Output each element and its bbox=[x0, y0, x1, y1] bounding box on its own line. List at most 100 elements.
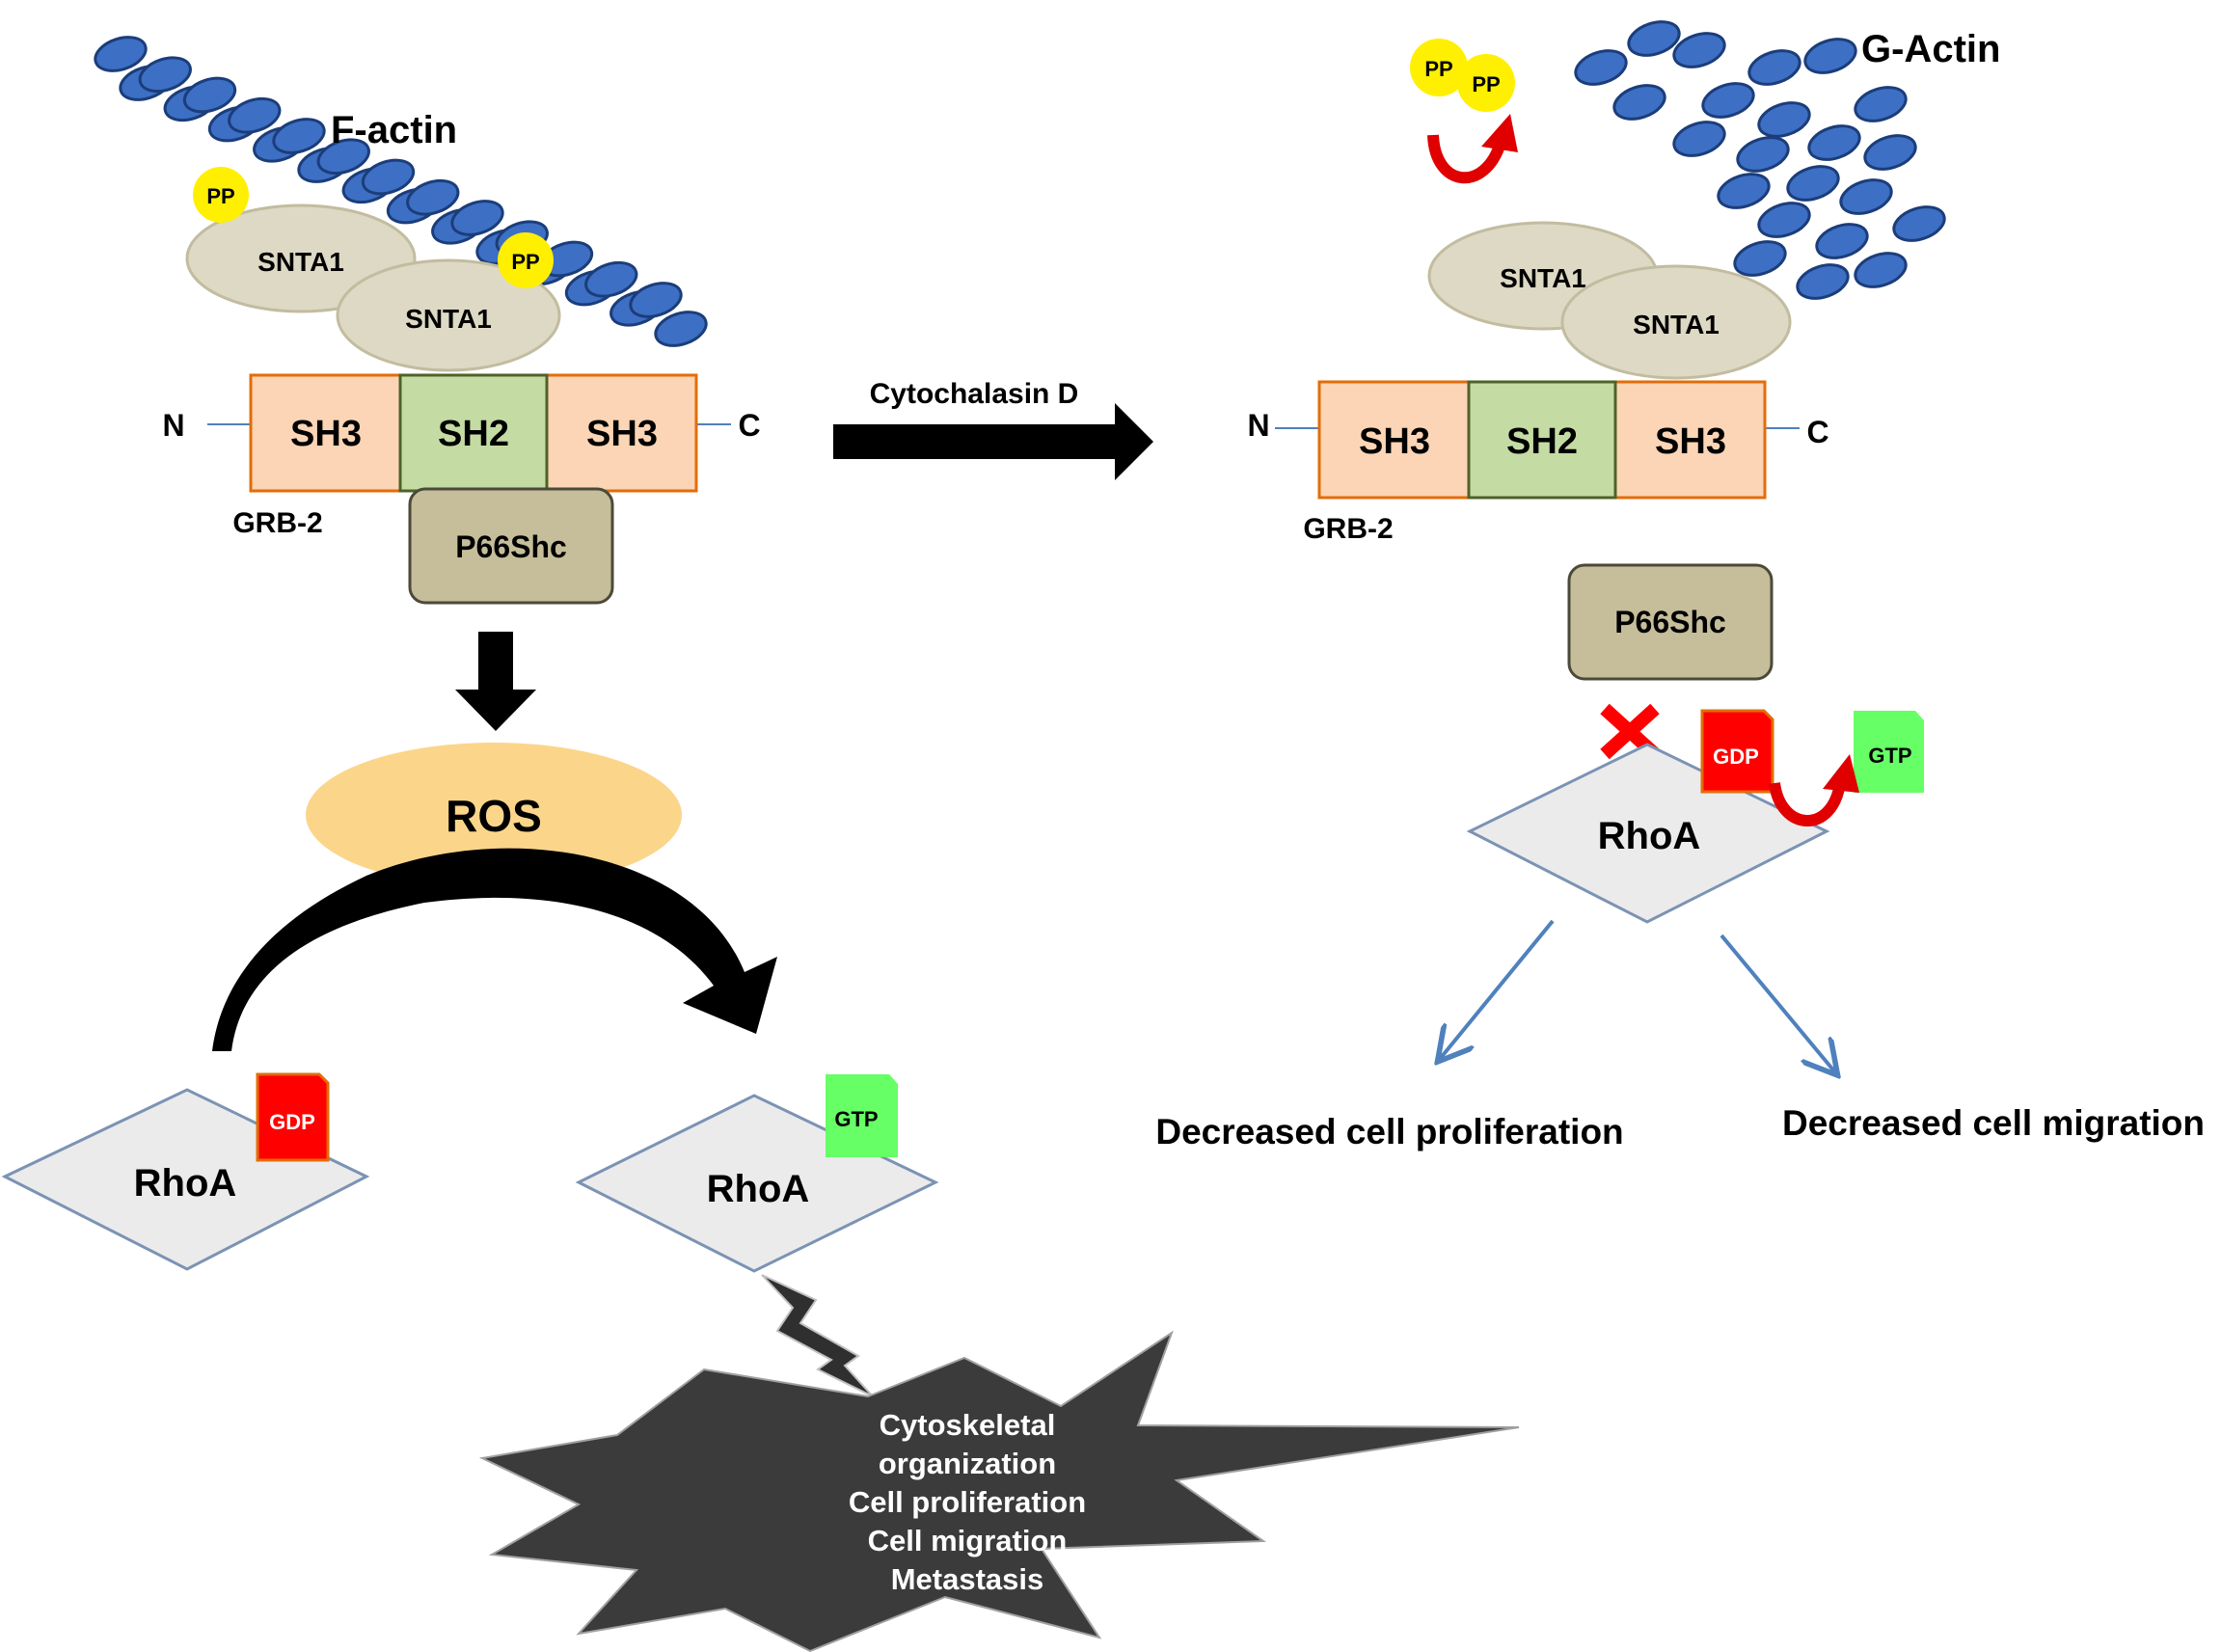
sh2-domain bbox=[1467, 380, 1617, 500]
sh3-label: SH3 bbox=[290, 414, 362, 454]
rhoa-label: RhoA bbox=[1598, 815, 1701, 857]
g-actin-monomer bbox=[1736, 136, 1790, 173]
gtp-tag bbox=[1854, 711, 1924, 793]
snta1-left-bottom: SNTA1 bbox=[336, 258, 561, 372]
g-actin-monomer bbox=[1672, 32, 1726, 68]
snta1-label: SNTA1 bbox=[257, 247, 344, 277]
sh3-label: SH3 bbox=[586, 414, 658, 454]
actin-monomer bbox=[406, 178, 460, 216]
actin-monomer bbox=[94, 36, 148, 72]
grb2-c-label: C bbox=[738, 408, 760, 443]
gdp-label: GDP bbox=[269, 1110, 315, 1134]
actin-monomer bbox=[182, 76, 237, 114]
outcome-metastasis: Metastasis bbox=[891, 1562, 1044, 1596]
sh2-label: SH2 bbox=[438, 414, 509, 454]
g-actin-monomer bbox=[1701, 82, 1755, 119]
g-actin-monomer bbox=[1815, 223, 1869, 259]
g-actin-monomers bbox=[1574, 20, 1946, 300]
g-actin-monomer bbox=[1757, 101, 1811, 138]
sh3-domain-right bbox=[1613, 380, 1767, 500]
outcome-cytoskeletal: Cytoskeletal bbox=[880, 1408, 1056, 1442]
gtp-tag bbox=[826, 1074, 898, 1157]
arrow-p66shc-to-ros bbox=[455, 632, 536, 731]
pp-label: PP bbox=[206, 184, 234, 208]
f-actin-filament bbox=[94, 36, 708, 347]
sh3-label: SH3 bbox=[1655, 421, 1726, 462]
g-actin-monomer bbox=[1757, 202, 1811, 238]
outcome-burst: Cytoskeletal organization Cell prolifera… bbox=[478, 1330, 1520, 1652]
gdp-tag bbox=[256, 1072, 330, 1162]
actin-monomer bbox=[228, 96, 282, 134]
gtp-label: GTP bbox=[1868, 744, 1911, 768]
grb2-n-label: N bbox=[1247, 408, 1269, 443]
gdp-tag bbox=[1700, 709, 1774, 794]
rhoa-gdp-right: RhoA GDP GTP bbox=[1466, 709, 1924, 924]
actin-monomer bbox=[138, 56, 192, 94]
sh2-label: SH2 bbox=[1506, 421, 1578, 462]
g-actin-monomer bbox=[1863, 134, 1917, 171]
arrow-to-decreased-migration bbox=[1720, 934, 1835, 1072]
g-actin-monomer bbox=[1717, 173, 1771, 209]
outcome-cell-proliferation: Cell proliferation bbox=[849, 1485, 1086, 1519]
arrow-to-decreased-proliferation bbox=[1440, 919, 1555, 1059]
g-actin-monomer bbox=[1786, 165, 1840, 202]
snta1-label: SNTA1 bbox=[405, 304, 492, 334]
pp-circle-left-1: PP bbox=[193, 167, 249, 223]
g-actin-monomer bbox=[1803, 38, 1857, 74]
actin-monomer bbox=[629, 282, 683, 318]
actin-monomer bbox=[316, 138, 370, 176]
sh3-label: SH3 bbox=[1359, 421, 1430, 462]
grb2-n-label: N bbox=[162, 408, 184, 443]
sh3-domain-left bbox=[249, 373, 402, 493]
f-actin-label: F-actin bbox=[331, 109, 457, 151]
grb2-left: N C SH3 SH2 SH3 GRB-2 bbox=[162, 373, 761, 539]
g-actin-monomer bbox=[1796, 263, 1850, 300]
g-actin-monomer bbox=[1839, 178, 1893, 215]
g-actin-monomer bbox=[1854, 252, 1908, 288]
exchange-arrow-icon bbox=[1769, 754, 1859, 826]
pp-circle-right-1: PP bbox=[1410, 39, 1468, 96]
p66shc-label: P66Shc bbox=[1614, 605, 1726, 639]
rhoa-gtp-left: RhoA GTP bbox=[575, 1074, 939, 1273]
g-actin-monomer bbox=[1627, 20, 1681, 57]
ros-label: ROS bbox=[446, 791, 542, 841]
pp-circle-left-2: PP bbox=[498, 232, 554, 288]
arrow-gdp-to-gtp bbox=[212, 848, 777, 1051]
decreased-migration-label: Decreased cell migration bbox=[1782, 1103, 2205, 1143]
actin-monomer bbox=[584, 260, 638, 298]
rhoa-label: RhoA bbox=[134, 1162, 237, 1205]
gtp-label: GTP bbox=[834, 1107, 878, 1131]
decreased-proliferation-label: Decreased cell proliferation bbox=[1155, 1112, 1623, 1151]
g-actin-label: G-Actin bbox=[1861, 28, 2000, 70]
actin-monomer bbox=[272, 118, 326, 154]
snta1-label: SNTA1 bbox=[1633, 310, 1720, 339]
pp-label: PP bbox=[511, 250, 539, 274]
g-actin-monomer bbox=[1733, 240, 1787, 277]
pp-label: PP bbox=[1424, 57, 1452, 81]
pp-label: PP bbox=[1472, 72, 1500, 96]
release-arrow-icon bbox=[1427, 114, 1518, 184]
g-actin-monomer bbox=[1807, 124, 1861, 161]
g-actin-monomer bbox=[1612, 84, 1666, 121]
p66shc-left: P66Shc bbox=[408, 487, 614, 605]
p66shc-label: P66Shc bbox=[455, 529, 567, 564]
g-actin-monomer bbox=[1574, 49, 1628, 86]
outcome-organization: organization bbox=[879, 1447, 1056, 1480]
rhoa-gdp-left: RhoA GDP bbox=[1, 1072, 370, 1271]
g-actin-monomer bbox=[1892, 205, 1946, 242]
treatment-label: Cytochalasin D bbox=[870, 378, 1079, 410]
g-actin-monomer bbox=[1672, 121, 1726, 157]
grb2-right: N C SH3 SH2 SH3 GRB-2 bbox=[1247, 380, 1829, 545]
pp-circle-right-2: PP bbox=[1457, 54, 1515, 112]
outcome-cell-migration: Cell migration bbox=[868, 1524, 1068, 1557]
snta1-label: SNTA1 bbox=[1500, 263, 1586, 293]
grb2-c-label: C bbox=[1806, 415, 1828, 449]
treatment-arrow bbox=[833, 403, 1153, 480]
actin-monomer bbox=[361, 158, 416, 196]
sh3-domain-left bbox=[1317, 380, 1471, 500]
grb2-name-label: GRB-2 bbox=[232, 507, 322, 539]
rhoa-label: RhoA bbox=[707, 1168, 810, 1210]
g-actin-monomer bbox=[1854, 86, 1908, 122]
